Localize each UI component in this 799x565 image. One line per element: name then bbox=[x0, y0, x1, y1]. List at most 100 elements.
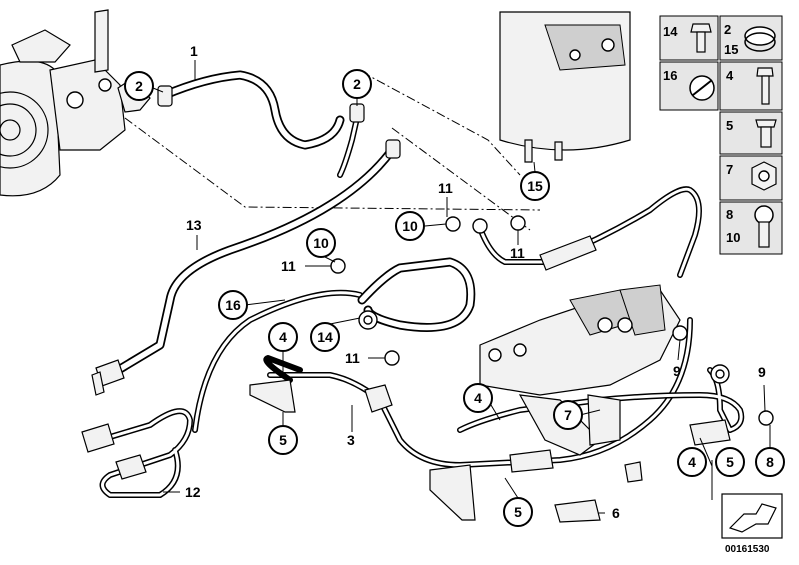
bracket-6 bbox=[554, 499, 601, 523]
line-13-fitting bbox=[91, 371, 105, 396]
svg-text:10: 10 bbox=[313, 235, 329, 251]
bolt-14-icon-shank bbox=[696, 31, 706, 53]
callout-16[interactable]: 16 bbox=[218, 290, 248, 320]
eye-fitting bbox=[472, 218, 488, 234]
label-11[interactable]: 11 bbox=[345, 350, 360, 366]
callout-4[interactable]: 4 bbox=[268, 322, 298, 352]
dash-line bbox=[124, 117, 541, 211]
dash-line bbox=[361, 71, 521, 176]
bracket-left bbox=[249, 379, 296, 413]
hose-crimp bbox=[509, 449, 554, 473]
label-12[interactable]: 12 bbox=[185, 484, 201, 500]
callout-14[interactable]: 14 bbox=[310, 322, 340, 352]
gear-fitting bbox=[488, 348, 502, 362]
label-6[interactable]: 6 bbox=[612, 505, 620, 521]
callout-10[interactable]: 10 bbox=[395, 211, 425, 241]
nut-7-hole bbox=[758, 170, 770, 182]
document-number: 00161530 bbox=[725, 544, 770, 555]
steering-gear bbox=[479, 284, 681, 483]
svg-text:2: 2 bbox=[353, 76, 361, 92]
callout-8[interactable]: 8 bbox=[755, 447, 785, 477]
legend-cell-7[interactable] bbox=[719, 155, 783, 201]
svg-text:10: 10 bbox=[402, 218, 418, 234]
label-11[interactable]: 11 bbox=[438, 180, 453, 196]
callout-5[interactable]: 5 bbox=[268, 425, 298, 455]
legend-label-4: 4 bbox=[726, 68, 734, 83]
gear-bolt bbox=[624, 461, 643, 483]
pump-bracket bbox=[11, 29, 71, 63]
callout-5[interactable]: 5 bbox=[503, 497, 533, 527]
line-13-return bbox=[91, 139, 401, 396]
gear-port bbox=[617, 317, 633, 333]
gear-fitting bbox=[513, 343, 527, 357]
pressure-hose bbox=[357, 257, 476, 332]
callout-7[interactable]: 7 bbox=[553, 400, 583, 430]
line-9-inner bbox=[458, 368, 743, 432]
svg-text:5: 5 bbox=[279, 432, 287, 448]
label-9[interactable]: 9 bbox=[758, 364, 766, 380]
label-11[interactable]: 11 bbox=[510, 245, 525, 261]
line-13-inner bbox=[107, 147, 395, 378]
legend-label-10: 10 bbox=[726, 230, 740, 245]
callout-2[interactable]: 2 bbox=[124, 71, 154, 101]
line-9-return bbox=[457, 364, 745, 433]
label-9[interactable]: 9 bbox=[673, 363, 681, 379]
svg-text:15: 15 bbox=[527, 178, 543, 194]
callout-15[interactable]: 15 bbox=[520, 171, 550, 201]
callout-4[interactable]: 4 bbox=[463, 383, 493, 413]
label-11[interactable]: 11 bbox=[281, 258, 296, 274]
leader bbox=[152, 87, 164, 93]
pump-bolt bbox=[98, 78, 112, 92]
pump-bolt bbox=[66, 91, 84, 109]
pump-body bbox=[49, 59, 126, 151]
leader bbox=[504, 477, 519, 499]
bolt-4-icon bbox=[756, 67, 774, 77]
svg-text:7: 7 bbox=[564, 407, 572, 423]
legend-label-15: 15 bbox=[724, 42, 738, 57]
hose-clamp-icon bbox=[744, 26, 776, 46]
washer bbox=[445, 216, 461, 232]
gear-port bbox=[597, 317, 613, 333]
banjo-bolt-icon-shank bbox=[758, 221, 770, 248]
line-16 bbox=[192, 289, 363, 433]
bracket-right bbox=[689, 419, 731, 446]
pump-bracket-arm bbox=[94, 9, 109, 73]
leader-lines bbox=[152, 60, 771, 514]
svg-text:16: 16 bbox=[225, 297, 241, 313]
line-13 bbox=[105, 145, 397, 380]
callout-10[interactable]: 10 bbox=[306, 228, 336, 258]
leader bbox=[533, 161, 536, 173]
gear-boot bbox=[587, 394, 621, 446]
legend-label-16: 16 bbox=[663, 68, 677, 83]
leader bbox=[579, 409, 601, 416]
reservoir-port bbox=[524, 139, 533, 163]
bolt-5-icon-shank bbox=[760, 126, 772, 148]
upper-feed-inner bbox=[478, 187, 701, 277]
reservoir-stub-inner bbox=[338, 116, 359, 177]
leader bbox=[699, 437, 713, 467]
legend-cell-14[interactable] bbox=[659, 15, 719, 61]
hose-clamp-icon bbox=[744, 32, 776, 52]
hose-crimp bbox=[539, 235, 597, 271]
steering-pump bbox=[0, 9, 151, 197]
label-1[interactable]: 1 bbox=[190, 43, 198, 59]
line-12-cooler bbox=[81, 408, 193, 498]
label-3[interactable]: 3 bbox=[347, 432, 355, 448]
leader bbox=[244, 299, 286, 306]
legend-label-8: 8 bbox=[726, 207, 733, 222]
orientation-arrow: 00161530 bbox=[721, 493, 783, 555]
banjo-bolt-icon bbox=[754, 205, 774, 225]
leader bbox=[677, 339, 681, 361]
svg-text:5: 5 bbox=[514, 504, 522, 520]
callout-5[interactable]: 5 bbox=[715, 447, 745, 477]
legend-cell-5[interactable] bbox=[719, 111, 783, 155]
banjo-hole bbox=[715, 369, 725, 379]
pulley-ring bbox=[0, 103, 37, 157]
callout-2[interactable]: 2 bbox=[342, 69, 372, 99]
label-13[interactable]: 13 bbox=[186, 217, 202, 233]
callout-4[interactable]: 4 bbox=[677, 447, 707, 477]
washer bbox=[672, 325, 688, 341]
pressure-hose-inner bbox=[359, 259, 474, 331]
arrow-icon bbox=[728, 503, 777, 533]
